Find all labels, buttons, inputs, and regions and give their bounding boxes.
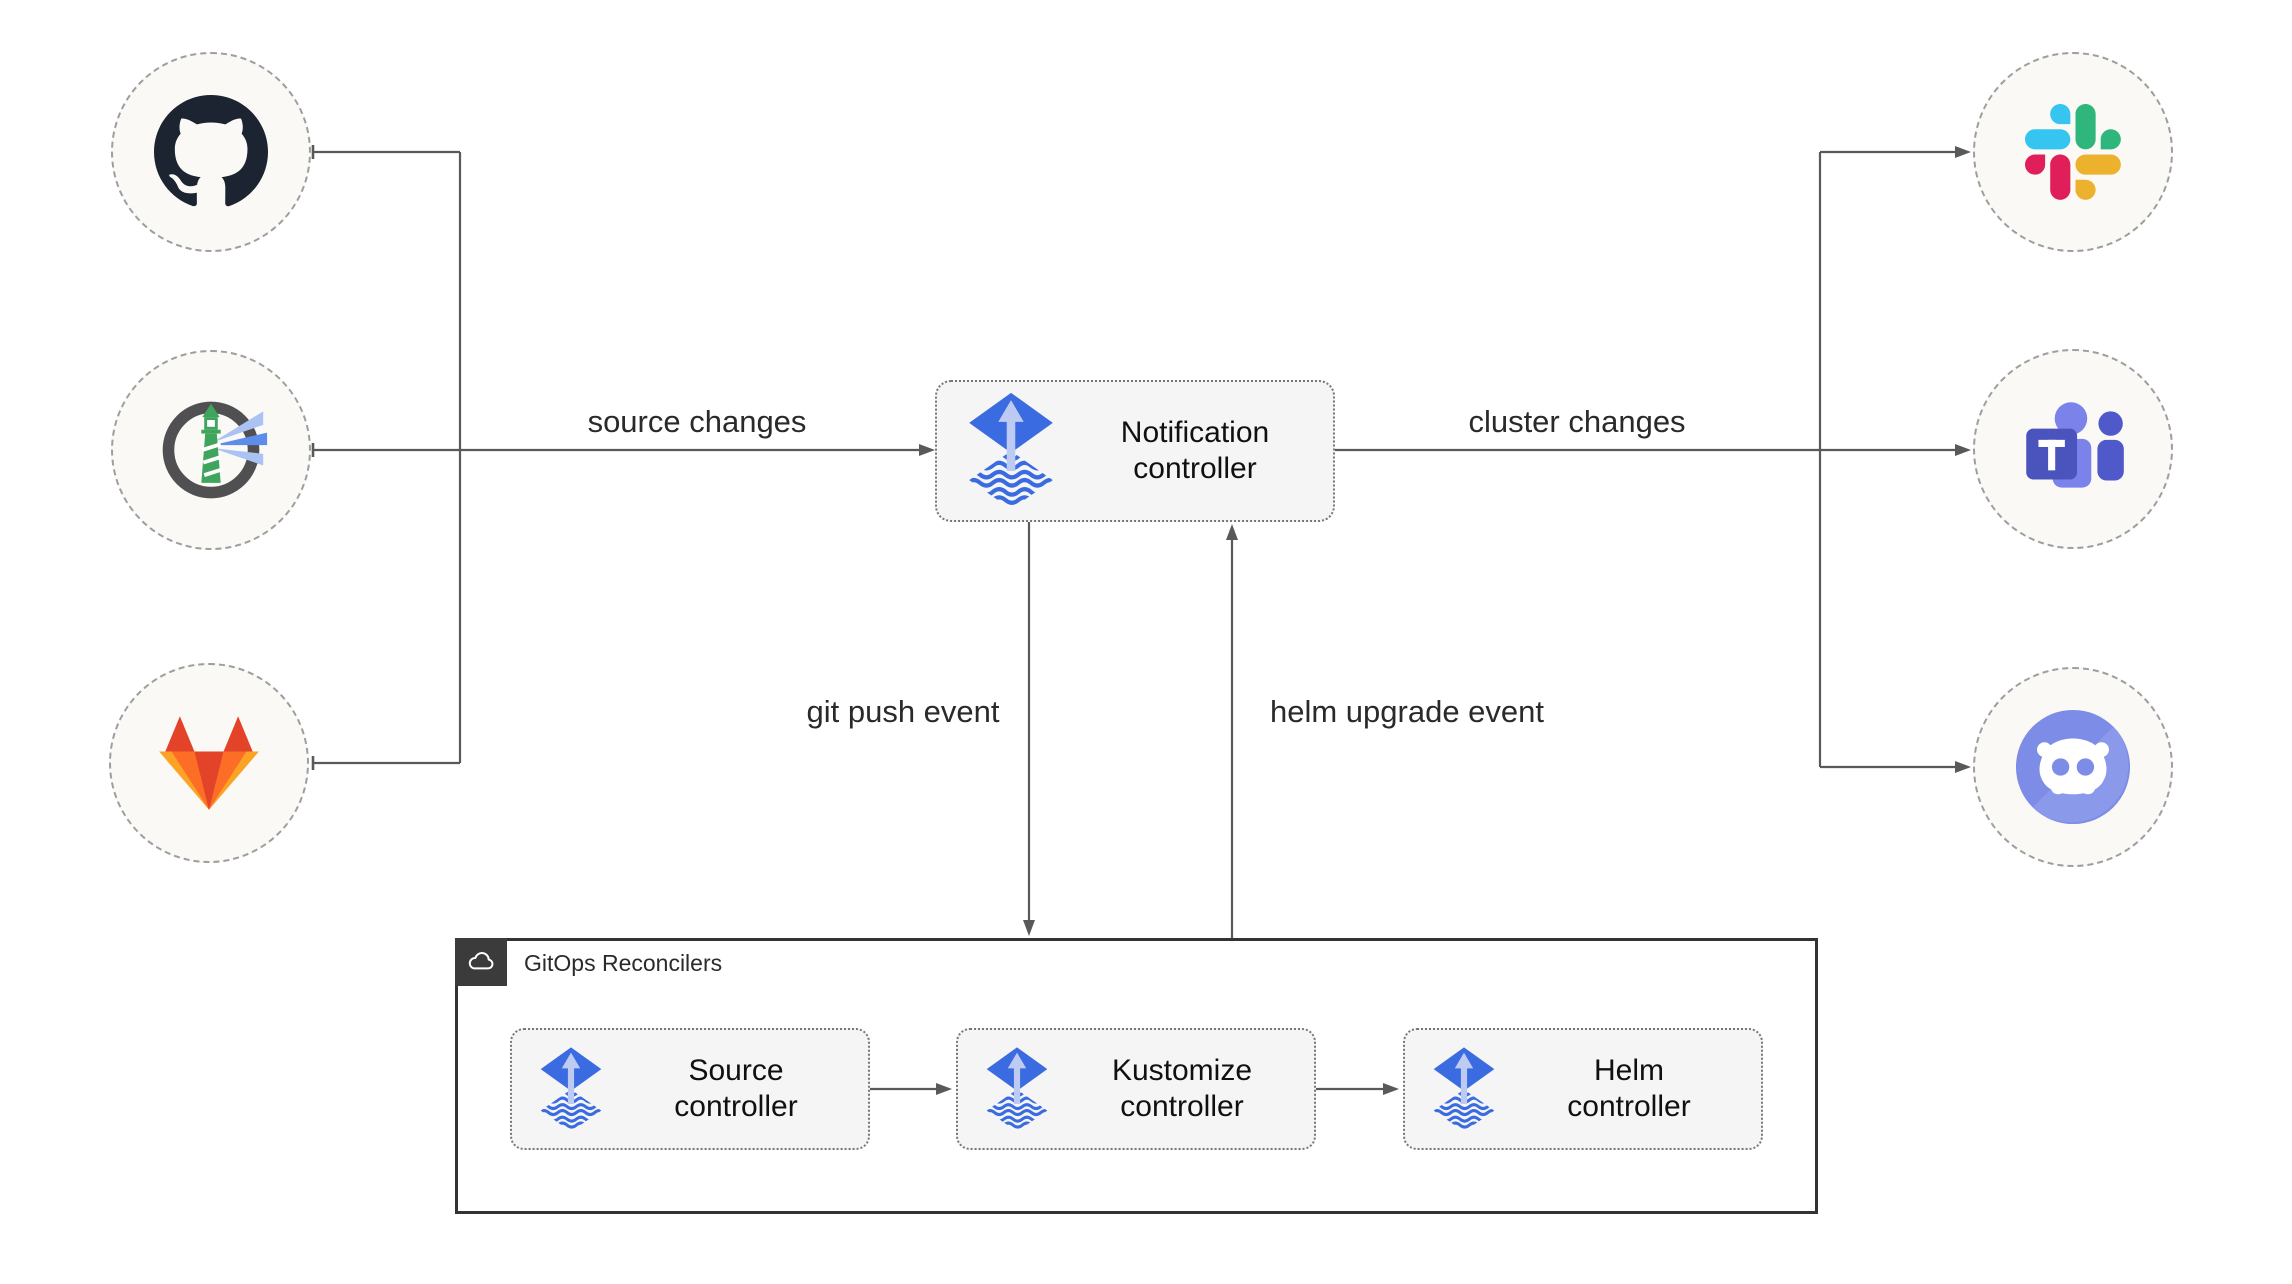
source-controller-node: Source controller <box>510 1028 870 1150</box>
gitlab-icon <box>159 716 259 810</box>
helm-controller-node: Helm controller <box>1403 1028 1763 1150</box>
arrowhead-into-slack <box>1955 146 1971 158</box>
slack-icon <box>2025 104 2121 200</box>
helm-controller-label: Helm controller <box>1567 1054 1691 1123</box>
cloud-icon <box>468 952 494 970</box>
arrowhead-into-notification <box>919 444 935 456</box>
flux-icon <box>538 1046 604 1133</box>
arrowhead-git-push-down <box>1023 920 1035 936</box>
edge-label-cluster-changes: cluster changes <box>1468 404 1686 439</box>
edge-label-helm-upgrade-event: helm upgrade event <box>1269 694 1545 729</box>
source-controller-label: Source controller <box>674 1054 798 1123</box>
target-node-teams <box>1973 349 2173 549</box>
kustomize-controller-node: Kustomize controller <box>956 1028 1316 1150</box>
edge-label-git-push-event: git push event <box>806 694 1000 729</box>
group-corner-badge <box>455 938 507 986</box>
source-node-gitlab <box>109 663 309 863</box>
harbor-icon <box>162 401 268 499</box>
flux-icon <box>1431 1046 1497 1133</box>
target-node-discord <box>1973 667 2173 867</box>
flux-icon <box>984 1046 1050 1133</box>
source-node-github <box>111 52 311 252</box>
arrowhead-into-teams <box>1955 444 1971 456</box>
flux-icon <box>965 391 1057 511</box>
kustomize-controller-label: Kustomize controller <box>1111 1054 1253 1123</box>
target-node-slack <box>1973 52 2173 252</box>
github-icon <box>154 95 268 207</box>
discord-icon <box>2015 709 2131 825</box>
teams-icon <box>2026 402 2124 488</box>
arrowhead-into-discord <box>1955 761 1971 773</box>
arrowhead-helm-upgrade-up <box>1226 524 1238 540</box>
notification-controller-node: Notification controller <box>935 380 1335 522</box>
source-node-harbor <box>111 350 311 550</box>
group-title: GitOps Reconcilers <box>524 950 723 976</box>
notification-controller-label: Notification controller <box>1120 416 1270 485</box>
gitops-reconcilers-group: GitOps Reconcilers <box>455 938 1818 1214</box>
edge-label-source-changes: source changes <box>587 404 807 439</box>
